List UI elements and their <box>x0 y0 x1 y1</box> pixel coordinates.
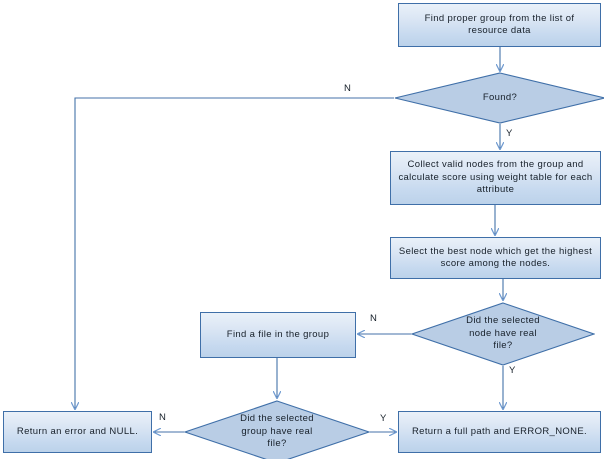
decision-group-have-real-file-shape <box>184 400 370 459</box>
edge-label-node-file-no: N <box>370 313 378 324</box>
decision-group-have-real-file[interactable]: Did the selected group have real file? <box>184 400 370 459</box>
edge-label-group-file-no: N <box>159 412 167 423</box>
edge-label-node-file-yes: Y <box>509 365 516 376</box>
process-find-file-in-group[interactable]: Find a file in the group <box>200 312 356 358</box>
process-select-best-node[interactable]: Select the best node which get the highe… <box>390 237 601 279</box>
terminator-return-full-path[interactable]: Return a full path and ERROR_NONE. <box>398 411 601 453</box>
edge-label-found-yes: Y <box>506 128 513 139</box>
process-collect-valid-nodes[interactable]: Collect valid nodes from the group and c… <box>390 151 601 205</box>
terminator-return-full-path-label: Return a full path and ERROR_NONE. <box>411 425 588 437</box>
decision-group-have-real-file-label: Did the selected group have real file? <box>240 413 314 450</box>
terminator-return-error-and-null[interactable]: Return an error and NULL. <box>3 411 152 453</box>
process-find-proper-group-label: Find proper group from the list of resou… <box>424 12 575 37</box>
process-select-best-node-label: Select the best node which get the highe… <box>398 245 593 270</box>
decision-found-shape <box>394 72 604 124</box>
process-find-proper-group[interactable]: Find proper group from the list of resou… <box>398 3 601 47</box>
edge-label-group-file-yes: Y <box>380 413 387 424</box>
edge-label-found-no: N <box>344 83 352 94</box>
decision-node-have-real-file-shape <box>411 302 595 366</box>
decision-node-have-real-file-label: Did the selected node have real file? <box>466 315 540 352</box>
process-find-file-in-group-label: Find a file in the group <box>226 328 330 340</box>
decision-found[interactable]: Found? <box>394 72 604 124</box>
decision-found-label: Found? <box>482 91 518 103</box>
edge-found-no-to-return-error <box>75 97 394 409</box>
decision-node-have-real-file[interactable]: Did the selected node have real file? <box>411 302 595 366</box>
terminator-return-error-and-null-label: Return an error and NULL. <box>16 425 139 437</box>
process-collect-valid-nodes-label: Collect valid nodes from the group and c… <box>398 159 593 196</box>
